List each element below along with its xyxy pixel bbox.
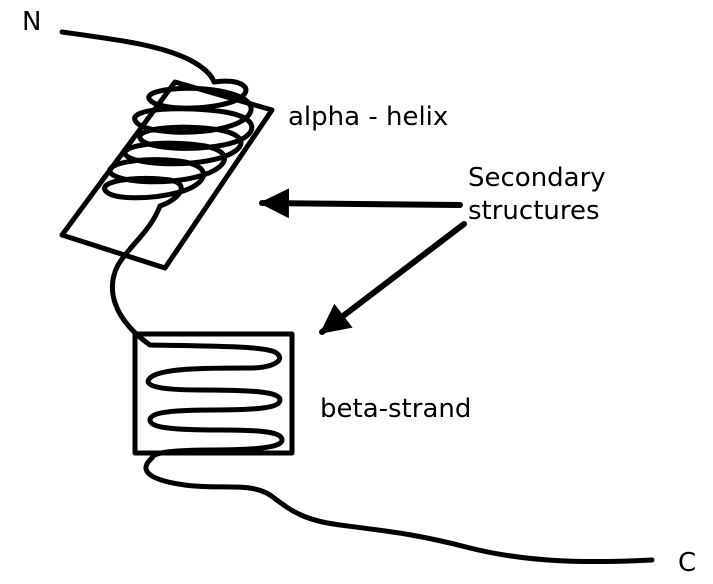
secondary-structures-label-line2: structures	[468, 196, 600, 226]
secondary-structures-label-line1: Secondary	[468, 163, 606, 193]
alpha-helix-box	[59, 79, 275, 271]
backbone-linker	[109, 203, 163, 348]
backbone-c-tail	[143, 455, 655, 565]
alpha-helix-label: alpha - helix	[288, 102, 448, 132]
alpha-helix-coil	[102, 78, 255, 209]
c-terminus-label: C	[678, 548, 696, 578]
beta-strand-label: beta-strand	[320, 394, 471, 424]
arrow-to-beta-strand	[319, 221, 467, 335]
beta-strand-coil	[145, 342, 285, 461]
n-terminus-label: N	[22, 7, 41, 37]
arrow-to-alpha-helix	[259, 188, 463, 219]
backbone-n-tail	[59, 29, 217, 85]
beta-strand-box	[132, 331, 295, 456]
